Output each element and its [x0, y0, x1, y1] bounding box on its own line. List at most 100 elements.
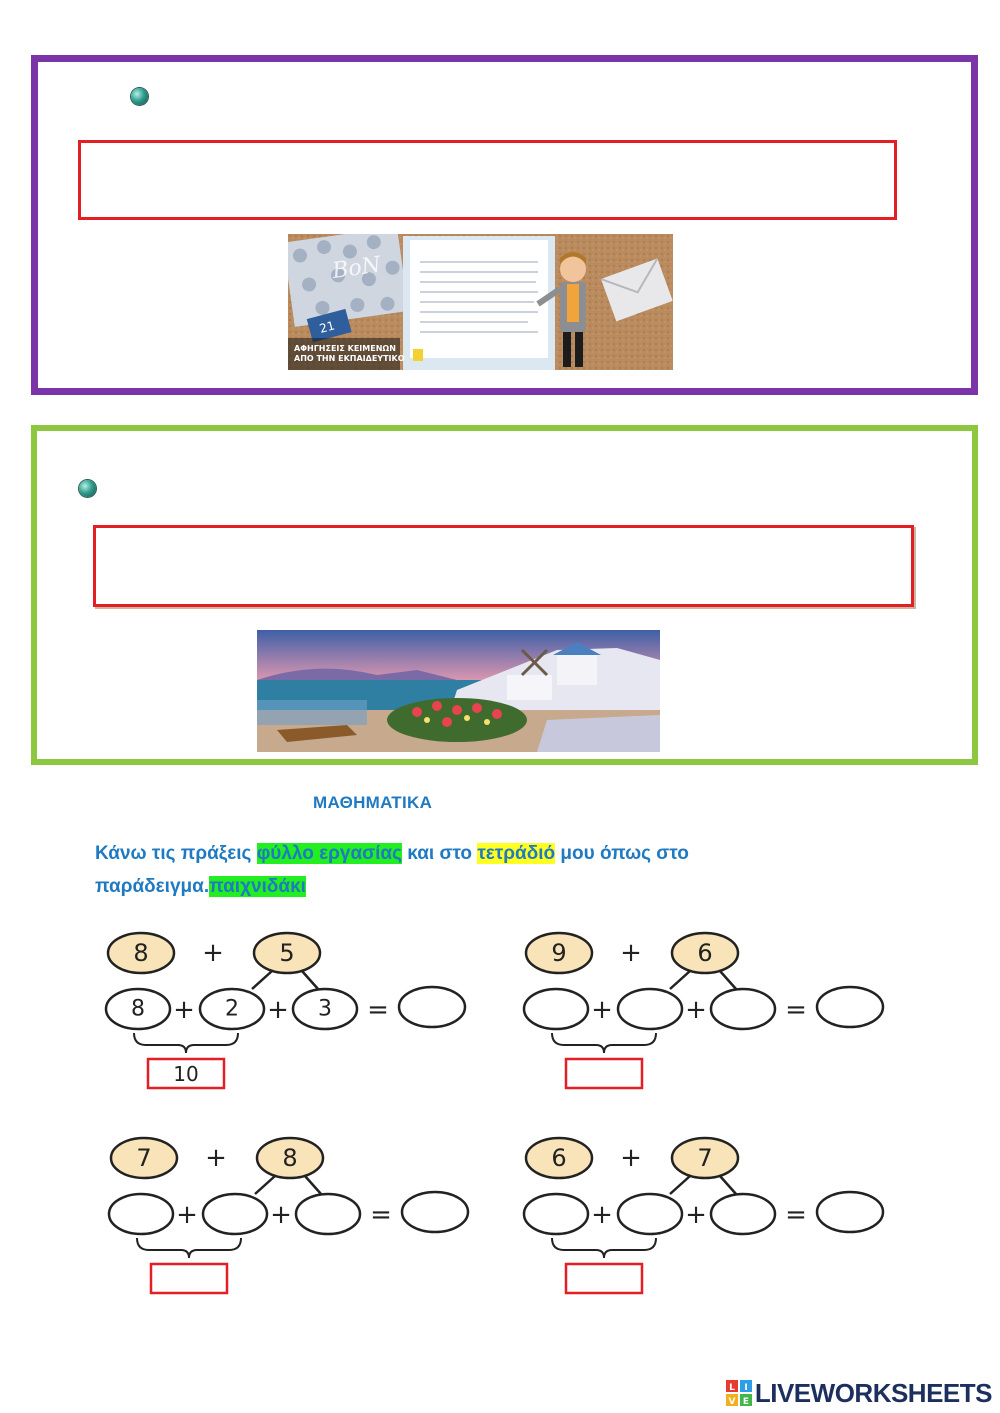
addend-a: 6 — [551, 1144, 566, 1172]
equals-sign: = — [367, 995, 389, 1025]
math-heading: ΜΑΘΗΜΑΤΙΚΑ — [313, 793, 433, 812]
liveworksheets-logo-icon: L I V E — [725, 1380, 752, 1406]
equals-sign: = — [370, 1200, 392, 1230]
part-circle[interactable] — [201, 1192, 269, 1236]
logo-letter: E — [743, 1397, 749, 1406]
plus-sign: + — [176, 1200, 198, 1230]
ten-answer-box[interactable] — [564, 1057, 644, 1090]
math-instruction-line-2: παράδειγμα.παιχνιδάκι — [95, 871, 915, 903]
plus-sign: + — [267, 995, 289, 1025]
liveworksheets-logo: L I V E LIVEWORKSHEETS — [725, 1377, 993, 1408]
reading-answer-box[interactable] — [78, 140, 897, 220]
part-circle — [291, 987, 359, 1031]
plus-sign: + — [620, 938, 642, 968]
addition-exercise-2: 9+6++= — [518, 925, 898, 1095]
liveworksheets-brand-text: LIVEWORKSHEETS — [754, 1377, 993, 1408]
reading-video-thumbnail[interactable]: BoN 21 ΑΦΗΓΗΣΕΙΣ ΚΕΙΜΕΝΩΝ Α — [288, 234, 673, 370]
split-line — [254, 1175, 276, 1195]
part-value: 8 — [131, 997, 145, 1022]
plus-sign: + — [205, 1143, 227, 1173]
addend-a: 7 — [136, 1144, 151, 1172]
grouping-brace — [551, 1237, 657, 1259]
plus-sign: + — [685, 995, 707, 1025]
addend-b: 5 — [279, 939, 294, 967]
worksheet-link[interactable]: φύλλο εργασίας — [256, 843, 402, 864]
addend-b: 8 — [282, 1144, 297, 1172]
plus-sign: + — [591, 1200, 613, 1230]
writing-answer-box[interactable] — [93, 525, 914, 607]
part-circle[interactable] — [294, 1192, 362, 1236]
addend-circle — [252, 931, 322, 975]
part-circle[interactable] — [709, 1192, 777, 1236]
addend-circle — [670, 1136, 740, 1180]
plus-sign: + — [270, 1200, 292, 1230]
split-line — [719, 970, 737, 990]
split-line — [304, 1175, 322, 1195]
part-circle[interactable] — [616, 987, 684, 1031]
plus-sign: + — [620, 1143, 642, 1173]
part-value: 2 — [225, 997, 239, 1022]
instruction-text: Κάνω τις πράξεις — [95, 843, 257, 864]
addend-a: 9 — [551, 939, 566, 967]
reading-section-frame — [31, 55, 978, 395]
split-line — [669, 1175, 691, 1195]
part-value: 3 — [318, 997, 332, 1022]
logo-letter: I — [744, 1383, 747, 1393]
math-instruction-line-1: Κάνω τις πράξεις φύλλο εργασίας και στο … — [95, 838, 915, 870]
part-circle[interactable] — [522, 987, 590, 1031]
split-line — [719, 1175, 737, 1195]
sphere-bullet-icon — [79, 480, 96, 497]
reading-video-illustration: BoN 21 ΑΦΗΓΗΣΕΙΣ ΚΕΙΜΕΝΩΝ Α — [288, 234, 673, 370]
ten-answer-box — [146, 1057, 226, 1090]
part-circle[interactable] — [616, 1192, 684, 1236]
sphere-bullet-icon — [131, 88, 148, 105]
part-circle — [104, 987, 172, 1031]
instruction-text: και στο — [401, 843, 478, 864]
writing-section-frame — [31, 425, 978, 765]
result-circle[interactable] — [815, 1190, 885, 1234]
game-link[interactable]: παιχνιδάκι — [209, 876, 306, 897]
video-caption-line-1: ΑΦΗΓΗΣΕΙΣ ΚΕΙΜΕΝΩΝ — [294, 344, 396, 353]
plus-sign: + — [685, 1200, 707, 1230]
instruction-text: μου όπως στο — [555, 843, 689, 864]
ten-answer-box[interactable] — [564, 1262, 644, 1295]
addend-circle — [524, 931, 594, 975]
grouping-brace — [551, 1032, 657, 1054]
addend-circle — [524, 1136, 594, 1180]
svg-text:21: 21 — [318, 318, 336, 335]
addend-circle — [255, 1136, 325, 1180]
split-line — [669, 970, 691, 990]
plus-sign: + — [591, 995, 613, 1025]
equals-sign: = — [785, 1200, 807, 1230]
result-circle[interactable] — [400, 1190, 470, 1234]
ten-value: 10 — [173, 1062, 198, 1086]
result-circle[interactable] — [397, 985, 467, 1029]
equals-sign: = — [785, 995, 807, 1025]
addition-exercise-3: 7+8++= — [103, 1130, 483, 1300]
notebook-link[interactable]: τετράδιό — [477, 843, 556, 864]
instruction-text: παράδειγμα. — [95, 876, 210, 897]
plus-sign: + — [202, 938, 224, 968]
part-circle[interactable] — [522, 1192, 590, 1236]
grouping-brace — [133, 1032, 239, 1054]
logo-letter: V — [728, 1397, 735, 1406]
logo-letter: L — [729, 1383, 735, 1393]
result-circle[interactable] — [815, 985, 885, 1029]
split-line — [251, 970, 273, 990]
part-circle[interactable] — [709, 987, 777, 1031]
addend-b: 7 — [697, 1144, 712, 1172]
part-circle[interactable] — [107, 1192, 175, 1236]
ten-answer-box[interactable] — [149, 1262, 229, 1295]
addend-circle — [109, 1136, 179, 1180]
addend-circle — [106, 931, 176, 975]
split-line — [301, 970, 319, 990]
addend-b: 6 — [697, 939, 712, 967]
island-painting-image — [257, 630, 660, 752]
plus-sign: + — [173, 995, 195, 1025]
part-circle — [198, 987, 266, 1031]
addend-a: 8 — [133, 939, 148, 967]
grouping-brace — [136, 1237, 242, 1259]
addition-exercise-4: 6+7++= — [518, 1130, 898, 1300]
addend-circle — [670, 931, 740, 975]
